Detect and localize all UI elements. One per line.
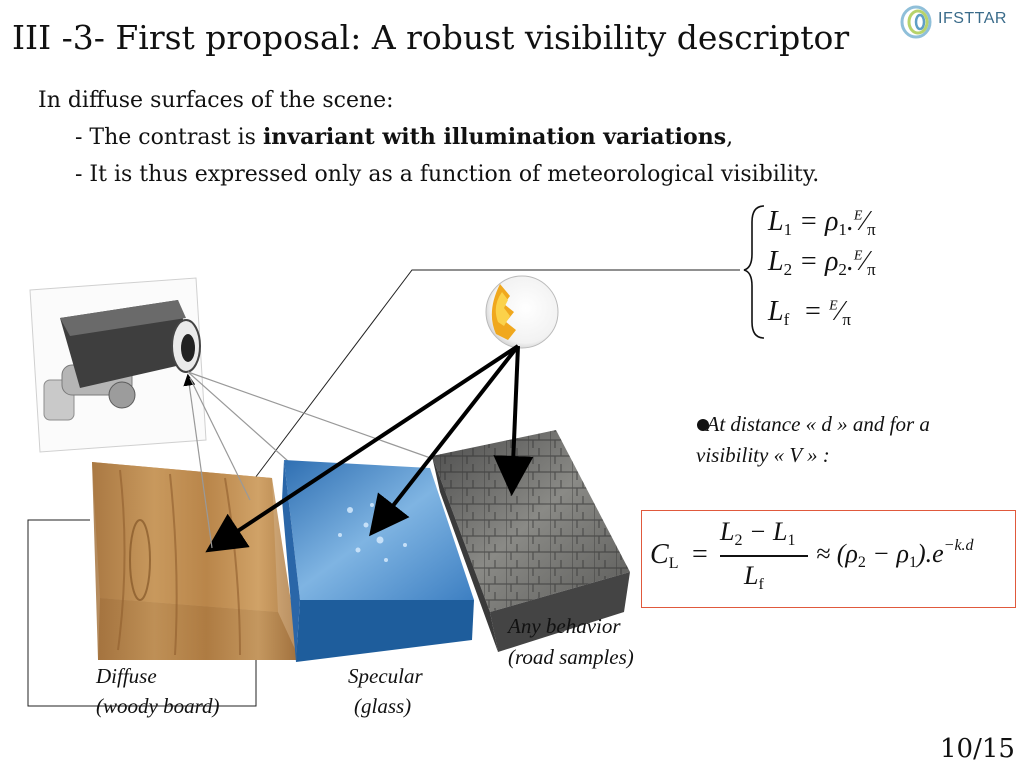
note-bullet-dot: [697, 419, 709, 431]
page-number: 10/15: [940, 734, 1015, 764]
equation-lf: Lf = E⁄π: [768, 296, 851, 329]
bullet-contrast: - The contrast is invariant with illumin…: [75, 124, 733, 150]
label-woody-board: (woody board): [96, 694, 220, 718]
slide-title: III -3- First proposal: A robust visibil…: [12, 18, 850, 57]
ray-wood-camera-2: [189, 377, 251, 501]
equation-l1: L1 = ρ1.E⁄π: [768, 206, 876, 239]
ray-wood-camera: [183, 373, 213, 549]
bullet-contrast-suffix: ,: [726, 125, 734, 150]
logo-text: IFSTTAR: [938, 10, 1007, 27]
bullet-contrast-bold: invariant with illumination variations: [262, 124, 727, 150]
formula-numerator: L2 − L1: [720, 517, 796, 549]
arrow-light-to-wood: [205, 344, 520, 553]
logo-swirl-icon: [900, 5, 932, 39]
arrow-light-to-glass: [369, 344, 520, 537]
label-specular: Specular: [348, 664, 423, 688]
ifsttar-logo: IFSTTAR: [898, 2, 1024, 42]
intro-text: In diffuse surfaces of the scene:: [38, 88, 394, 113]
label-any-behavior: Any behavior: [508, 614, 621, 638]
eq-connector-line: [254, 269, 740, 479]
formula-lhs: CL: [650, 539, 679, 572]
formula-denominator: Lf: [744, 561, 764, 593]
formula-fraction-bar: [720, 555, 808, 557]
equation-brace: [743, 205, 765, 339]
contrast-formula-box: CL = L2 − L1 Lf ≈ (ρ2 − ρ1).e−k.d: [641, 510, 1016, 608]
wood-board-image: [92, 462, 300, 660]
bullet-contrast-prefix: - The contrast is: [75, 125, 263, 150]
ray-road-camera: [187, 371, 471, 473]
label-glass: (glass): [354, 694, 412, 718]
label-bracket-line: [27, 519, 257, 707]
formula-equals: =: [692, 539, 708, 570]
label-diffuse: Diffuse: [96, 664, 157, 688]
ray-glass-camera: [187, 371, 299, 471]
note-line-2: visibility « V » :: [696, 443, 830, 467]
formula-rhs: ≈ (ρ2 − ρ1).e−k.d: [816, 537, 974, 571]
bullet-visibility: - It is thus expressed only as a functio…: [75, 162, 820, 187]
road-sample-image: [432, 430, 630, 652]
label-road-samples: (road samples): [508, 645, 634, 669]
light-source-sphere: [485, 275, 559, 349]
arrow-light-to-road: [493, 345, 534, 496]
camera-image: [29, 277, 207, 453]
equation-l2: L2 = ρ2.E⁄π: [768, 246, 876, 279]
note-line-1: At distance « d » and for a: [706, 412, 930, 436]
